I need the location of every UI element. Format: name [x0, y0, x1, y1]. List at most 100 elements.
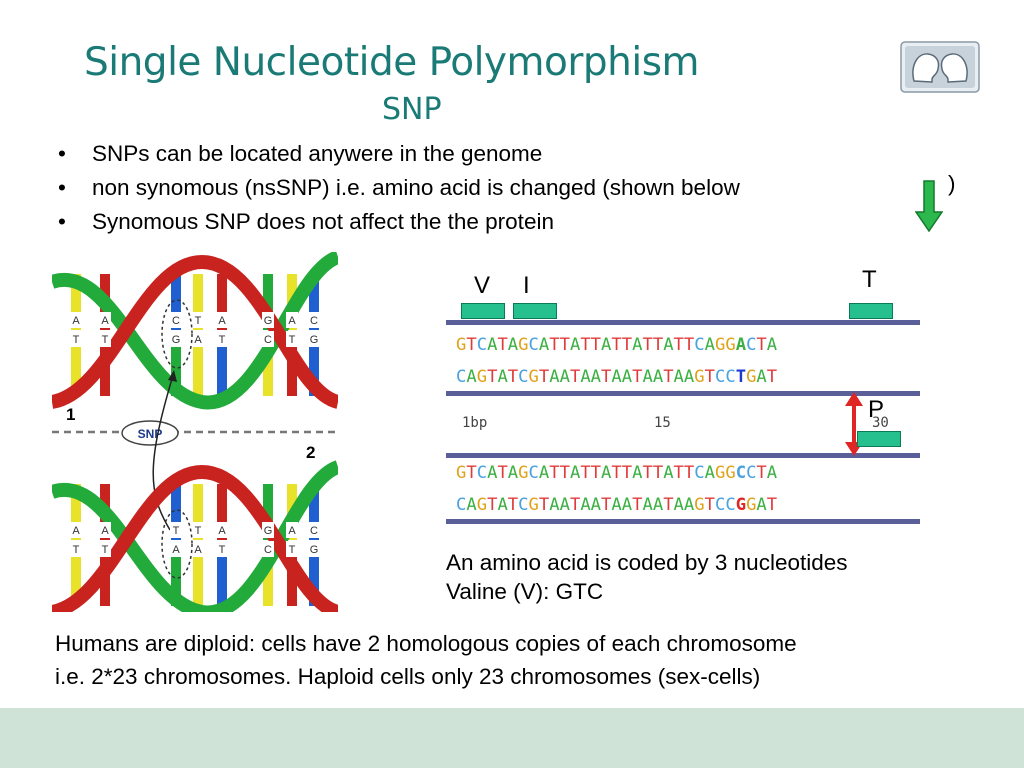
slide-title: Single Nucleotide Polymorphism — [84, 40, 700, 85]
base-label-bg — [262, 522, 274, 538]
helix-rung — [263, 274, 273, 330]
base-label: C — [264, 334, 272, 346]
base-label: A — [72, 315, 80, 327]
base-label: A — [194, 334, 202, 346]
base-label: A — [72, 525, 80, 537]
helix-rung — [171, 274, 181, 330]
base-label: T — [173, 525, 180, 537]
base-label-bg — [216, 522, 228, 538]
base-label: G — [172, 334, 181, 346]
base-label: A — [288, 315, 296, 327]
ruler-mid: 15 — [654, 415, 671, 431]
codon-label-p: P — [868, 396, 885, 423]
codon-marker-t — [849, 303, 893, 319]
base-label-bg — [99, 312, 111, 328]
codon-marker-v — [461, 303, 505, 319]
base-label: T — [102, 334, 109, 346]
helix-rung — [171, 484, 181, 540]
ruler-end: 30 — [872, 415, 889, 431]
base-label: A — [172, 544, 180, 556]
helix-rung — [263, 340, 273, 396]
bullet-item: SNPs can be located anywere in the genom… — [58, 137, 740, 171]
base-label: A — [194, 544, 202, 556]
base-label-bg — [99, 541, 111, 557]
base-label: T — [195, 525, 202, 537]
helix-rung — [193, 550, 203, 606]
base-label: G — [264, 525, 273, 537]
bullet-item: non synomous (nsSNP) i.e. amino acid is … — [58, 171, 740, 205]
helix-rung — [309, 550, 319, 606]
base-label: A — [101, 525, 109, 537]
base-label-bg — [216, 312, 228, 328]
base-label: T — [289, 544, 296, 556]
base-label-bg — [286, 312, 298, 328]
base-label-bg — [192, 522, 204, 538]
base-label-bg — [70, 541, 82, 557]
base-label-bg — [99, 331, 111, 347]
base-label-bg — [170, 312, 182, 328]
base-label: A — [101, 315, 109, 327]
base-label-bg — [192, 312, 204, 328]
base-label-bg — [262, 331, 274, 347]
helix-rung — [193, 340, 203, 396]
base-label: G — [264, 315, 273, 327]
base-label: A — [288, 525, 296, 537]
base-label-bg — [286, 541, 298, 557]
base-label-bg — [99, 522, 111, 538]
snp-label: SNP — [138, 427, 163, 441]
base-label: T — [195, 315, 202, 327]
base-label: A — [218, 525, 226, 537]
helix-rung — [71, 340, 81, 396]
base-label-bg — [170, 331, 182, 347]
base-label: T — [219, 334, 226, 346]
top-strand-b: CAGTATCGTAATAATAATAATAAGTCCTGAT — [456, 367, 777, 387]
helix-rung — [71, 274, 81, 330]
helix-rung — [193, 274, 203, 330]
helix-rung — [217, 340, 227, 396]
bottom-strand-b: CAGTATCGTAATAATAATAATAAGTCCGGAT — [456, 495, 777, 515]
logo-icon — [900, 41, 980, 93]
base-label: C — [264, 544, 272, 556]
slide-subtitle: SNP — [382, 92, 442, 127]
bullet-item: Synomous SNP does not affect the the pro… — [58, 205, 740, 239]
helix-rung — [71, 484, 81, 540]
helix-rung — [217, 274, 227, 330]
footer-line: i.e. 2*23 chromosomes. Haploid cells onl… — [55, 664, 761, 689]
helix-rung — [71, 550, 81, 606]
base-label: C — [310, 315, 318, 327]
helix-rung — [263, 550, 273, 606]
base-label-bg — [192, 541, 204, 557]
base-label-bg — [170, 541, 182, 557]
base-label: T — [73, 334, 80, 346]
codon-caption: An amino acid is coded by 3 nucleotides … — [446, 548, 848, 606]
helix-rung — [193, 484, 203, 540]
footer-band — [0, 708, 1024, 768]
base-label-bg — [262, 541, 274, 557]
helix-rung — [309, 484, 319, 540]
base-label-bg — [70, 522, 82, 538]
bullet-close-paren: ) — [948, 171, 956, 196]
helix-rung — [263, 484, 273, 540]
footer-line: Humans are diploid: cells have 2 homolog… — [55, 631, 797, 656]
helix-rung — [309, 274, 319, 330]
base-label-bg — [70, 331, 82, 347]
base-label: A — [218, 315, 226, 327]
codon-marker-p — [857, 431, 901, 447]
base-label-bg — [170, 522, 182, 538]
caption-line: An amino acid is coded by 3 nucleotides — [446, 550, 848, 575]
base-label-bg — [308, 331, 320, 347]
caption-line: Valine (V): GTC — [446, 579, 604, 604]
codon-label-i: I — [523, 272, 530, 299]
base-label-bg — [308, 522, 320, 538]
helix-rung — [217, 484, 227, 540]
copy-1-label: 1 — [66, 405, 75, 424]
down-arrow-icon — [915, 180, 943, 232]
top-strand-a: GTCATAGCATTATTATTATTATTCAGGACTA — [456, 335, 778, 355]
base-label-bg — [70, 312, 82, 328]
base-label: G — [310, 334, 319, 346]
ruler-start: 1bp — [462, 415, 487, 431]
base-label: T — [102, 544, 109, 556]
